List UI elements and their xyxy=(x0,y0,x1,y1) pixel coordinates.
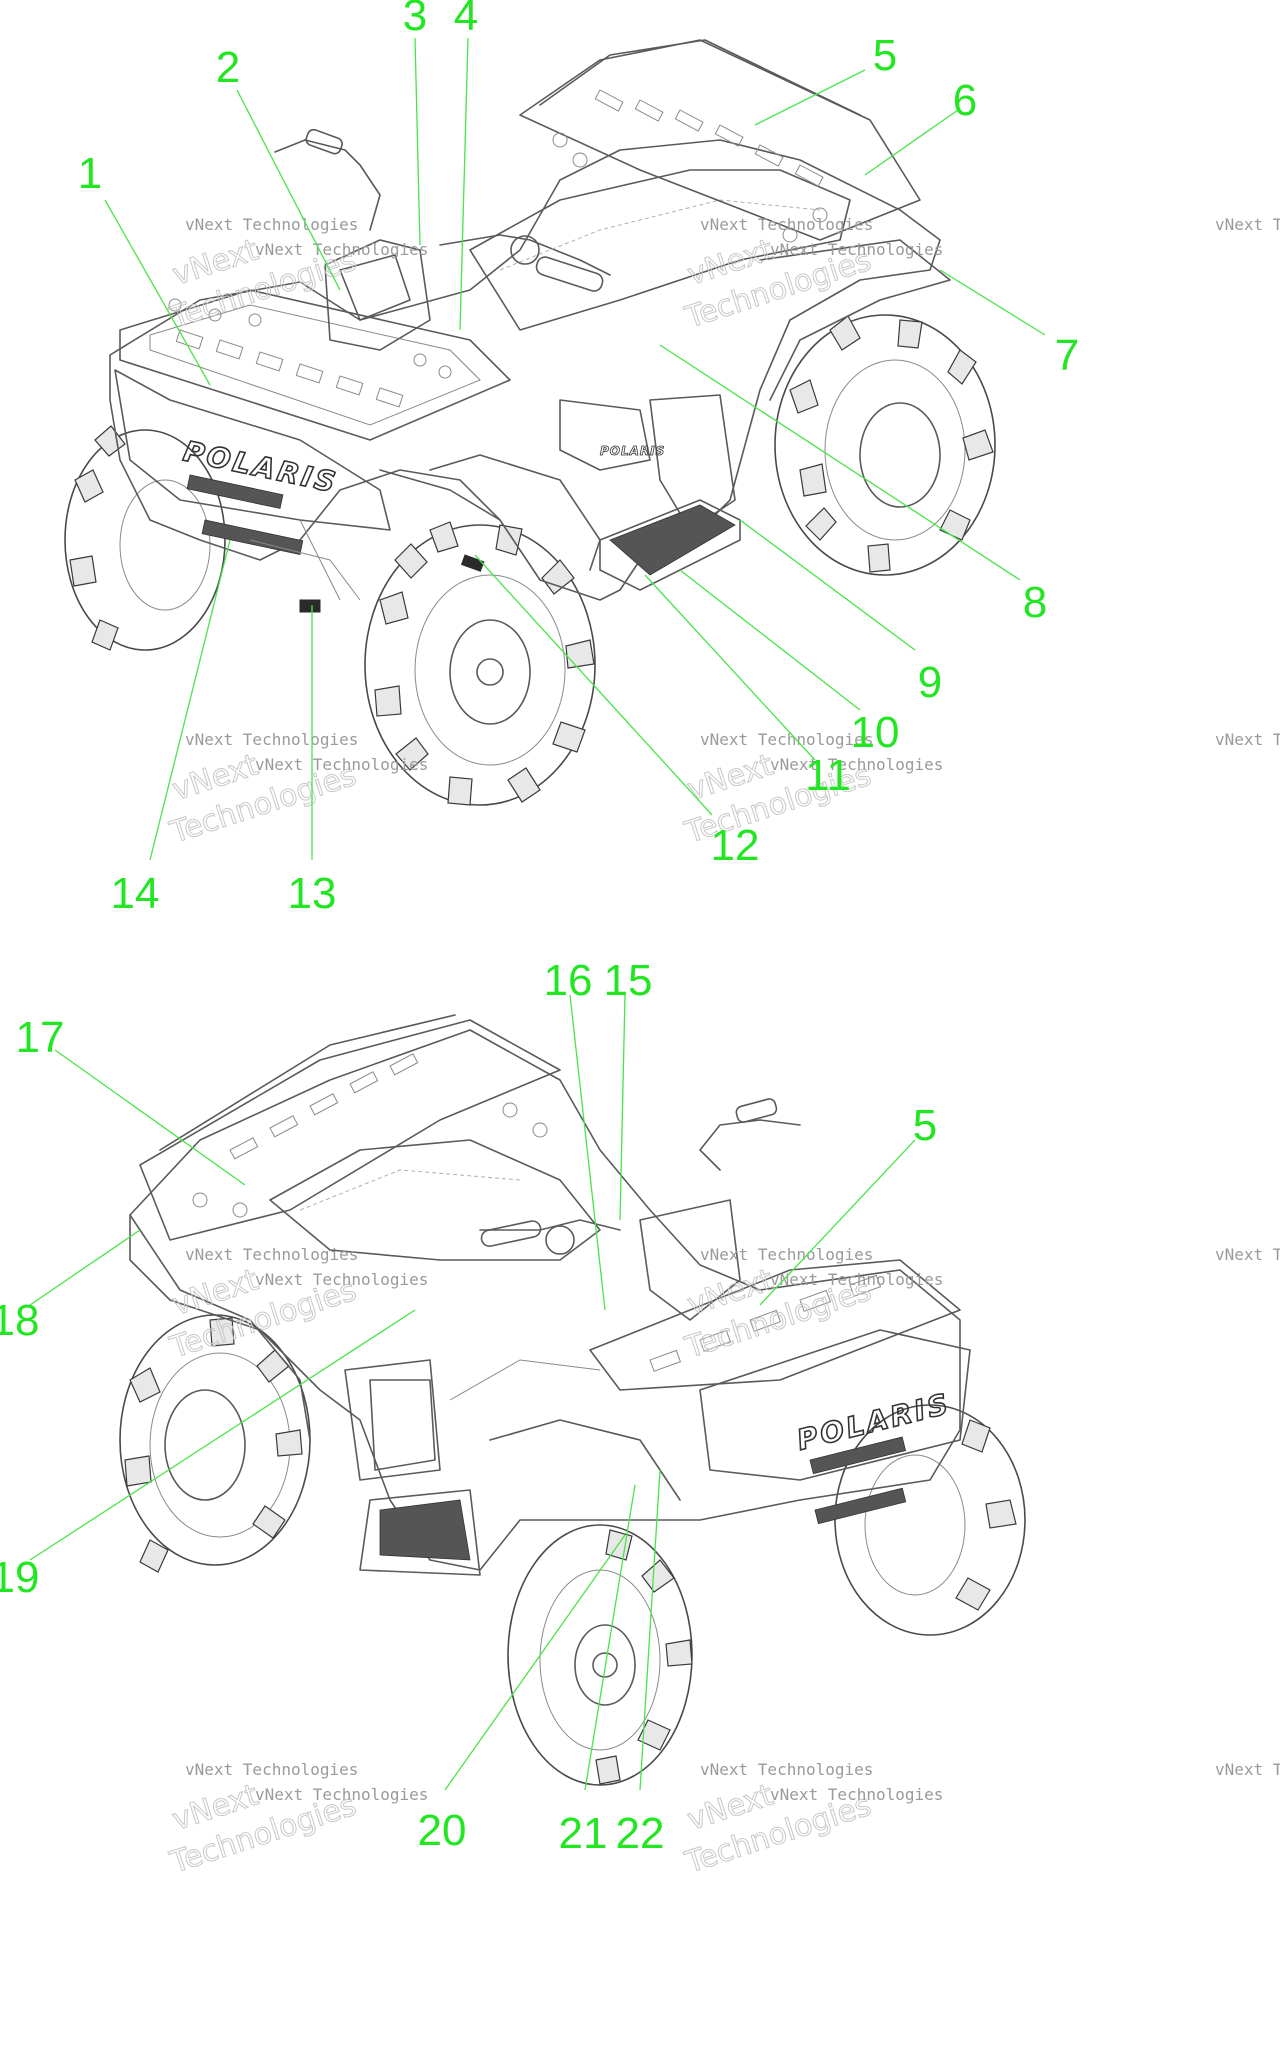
lower-grille-decal-bottom xyxy=(814,1487,907,1525)
callout-9: 9 xyxy=(918,658,942,707)
watermark: vNext Technologies vNext Technologies vN… xyxy=(680,1760,943,1881)
svg-text:vNext Technologies: vNext Technologies xyxy=(770,240,943,259)
callout-15: 15 xyxy=(604,956,653,1005)
watermark: vNext Technologies xyxy=(1215,215,1280,234)
rear-rack-slots-bottom xyxy=(192,1053,548,1218)
callout-17: 17 xyxy=(16,1013,65,1062)
rear-wheel-top xyxy=(774,314,996,576)
callout-line-3 xyxy=(414,37,421,246)
svg-text:vNext Technologies: vNext Technologies xyxy=(770,755,943,774)
callout-5: 5 xyxy=(873,31,897,80)
svg-text:vNext Technologies: vNext Technologies xyxy=(255,240,428,259)
callout-numbers-bottom: 17 16 15 5 18 19 20 21 22 xyxy=(0,956,937,1858)
callout-14: 14 xyxy=(111,869,160,918)
svg-text:vNext Technologies: vNext Technologies xyxy=(770,1270,943,1289)
svg-text:vNext Technologies: vNext Technologies xyxy=(700,730,873,749)
rear-rack-slots xyxy=(552,89,828,243)
callout-10: 10 xyxy=(851,708,900,757)
rear-wheel-bottom xyxy=(119,1314,311,1573)
callout-line-9 xyxy=(739,519,916,651)
callout-8: 8 xyxy=(1023,578,1047,627)
footrest-decal-bottom xyxy=(379,1499,471,1561)
svg-text:vNext Technologies: vNext Technologies xyxy=(700,1245,873,1264)
callout-18: 18 xyxy=(0,1296,39,1345)
watermark: vNext Technologies xyxy=(1215,1760,1280,1779)
front-wheel-left-top xyxy=(64,425,226,651)
side-polaris-logo: POLARIS xyxy=(600,444,665,458)
svg-text:vNext Technologies: vNext Technologies xyxy=(255,1270,428,1289)
callout-lines-top xyxy=(104,37,1046,861)
callout-numbers-top: 1 2 3 4 5 6 7 8 9 10 11 12 13 14 xyxy=(78,0,1079,918)
watermark: vNext Technologies vNext Technologies vN… xyxy=(165,215,428,336)
svg-text:vNext Technologies: vNext Technologies xyxy=(185,730,358,749)
callout-line-21 xyxy=(584,1484,636,1791)
callout-line-15 xyxy=(619,994,626,1221)
watermark: vNext Technologies vNext Technologies vN… xyxy=(165,1245,428,1366)
watermark: vNext Technologies xyxy=(1215,730,1280,749)
callout-line-5 xyxy=(754,69,866,126)
callout-19: 19 xyxy=(0,1553,39,1602)
callout-line-22 xyxy=(639,1469,661,1791)
front-wheel-right-bottom xyxy=(834,1404,1026,1636)
callout-2: 2 xyxy=(216,43,240,92)
callout-line-2 xyxy=(236,89,341,291)
callout-line-8 xyxy=(659,344,1021,581)
svg-text:vNext Technologies: vNext Technologies xyxy=(700,1760,873,1779)
svg-text:vNext Technologies: vNext Technologies xyxy=(1215,730,1280,749)
callout-line-12 xyxy=(474,554,713,816)
callout-line-16 xyxy=(569,994,606,1311)
svg-text:vNext Technologies: vNext Technologies xyxy=(700,215,873,234)
callout-5-bottom: 5 xyxy=(913,1101,937,1150)
lower-grille-decal xyxy=(201,519,304,555)
callout-line-4 xyxy=(459,37,469,331)
svg-text:vNext Technologies: vNext Technologies xyxy=(1215,1245,1280,1264)
callout-lines-bottom xyxy=(29,994,916,1791)
callout-4: 4 xyxy=(454,0,478,40)
atv-front-view: POLARIS POLARIS xyxy=(64,39,996,806)
atv-rear-view: POLARIS xyxy=(119,1014,1026,1786)
front-rack-slots-bottom xyxy=(649,1274,882,1372)
svg-text:vNext Technologies: vNext Technologies xyxy=(1215,1760,1280,1779)
callout-line-6 xyxy=(864,109,959,176)
callout-line-14 xyxy=(149,539,231,861)
svg-text:vNext Technologies: vNext Technologies xyxy=(1215,215,1280,234)
callout-line-17 xyxy=(54,1049,246,1186)
callout-16: 16 xyxy=(544,956,593,1005)
callout-11: 11 xyxy=(805,751,851,800)
callout-line-11 xyxy=(644,574,816,761)
callout-line-18 xyxy=(29,1229,141,1306)
front-wheel-top xyxy=(364,521,596,806)
svg-text:vNext Technologies: vNext Technologies xyxy=(770,1785,943,1804)
callout-20: 20 xyxy=(418,1806,467,1855)
callout-1: 1 xyxy=(78,149,102,198)
front-grille-decal-bottom xyxy=(809,1436,907,1475)
callout-22: 22 xyxy=(616,1809,665,1858)
watermark: vNext Technologies vNext Technologies vN… xyxy=(165,1760,428,1881)
svg-text:vNext Technologies: vNext Technologies xyxy=(185,1760,358,1779)
callout-line-7 xyxy=(939,269,1046,336)
svg-text:vNext Technologies: vNext Technologies xyxy=(185,215,358,234)
watermark: vNext Technologies xyxy=(1215,1245,1280,1264)
callout-line-1 xyxy=(104,199,211,386)
callout-line-5b xyxy=(759,1139,916,1306)
callout-13: 13 xyxy=(288,869,337,918)
callout-21: 21 xyxy=(559,1809,608,1858)
svg-text:vNext Technologies: vNext Technologies xyxy=(255,1785,428,1804)
callout-line-19 xyxy=(29,1309,416,1561)
callout-7: 7 xyxy=(1055,331,1079,380)
callout-6: 6 xyxy=(953,76,977,125)
front-wheel-bottom xyxy=(507,1524,693,1786)
callout-line-20 xyxy=(444,1534,626,1791)
callout-line-10 xyxy=(679,569,861,711)
footrest-decal-top xyxy=(609,504,736,576)
callout-3: 3 xyxy=(403,0,427,40)
svg-text:vNext Technologies: vNext Technologies xyxy=(255,755,428,774)
callout-12: 12 xyxy=(711,821,760,870)
front-grille-decal xyxy=(186,474,284,509)
svg-text:vNext Technologies: vNext Technologies xyxy=(185,1245,358,1264)
